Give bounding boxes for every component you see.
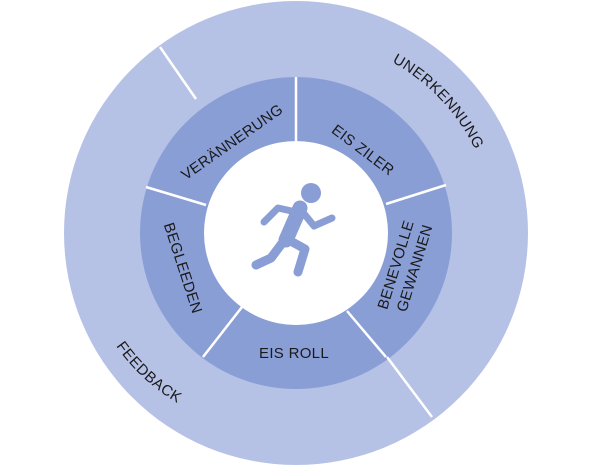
inner-ring-dividers <box>145 77 447 358</box>
divider-line <box>158 46 198 100</box>
outer-ring-dividers <box>158 46 433 418</box>
divider-line <box>385 183 447 206</box>
divider-line <box>346 310 387 358</box>
divider-line <box>386 356 433 418</box>
running-person-icon <box>251 183 336 277</box>
divider-line <box>145 185 207 207</box>
divider-line <box>202 306 243 358</box>
inner-label-eis-roll: EIS ROLL <box>259 345 329 362</box>
